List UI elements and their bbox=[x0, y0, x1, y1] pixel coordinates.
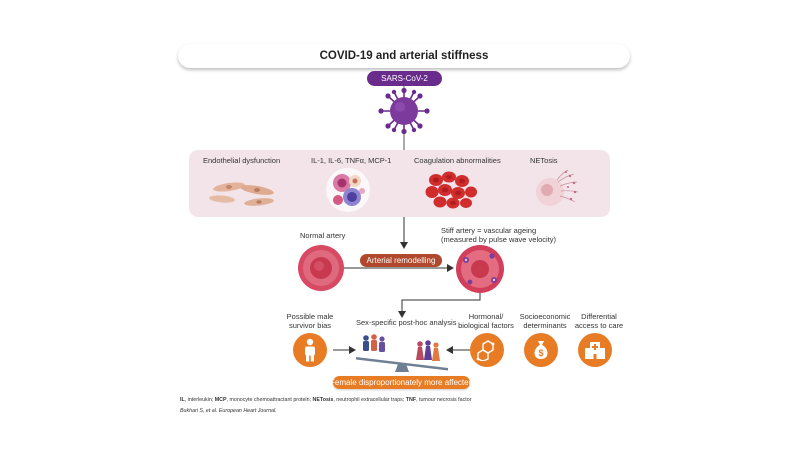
page-title: COVID-19 and arterial stiffness bbox=[178, 44, 630, 68]
netosis-icon bbox=[536, 169, 579, 206]
male-group-icon bbox=[363, 334, 385, 352]
money-bag-icon: $ bbox=[524, 333, 558, 367]
mechanism-label-netosis: NETosis bbox=[530, 156, 558, 165]
mechanism-label-cytokines: IL-1, IL-6, TNFα, MCP-1 bbox=[311, 156, 392, 165]
endothelial-cells-icon bbox=[209, 182, 274, 206]
svg-text:$: $ bbox=[538, 348, 543, 358]
balance-scale-icon bbox=[356, 334, 448, 372]
hormonal-label: Hormonal/biological factors bbox=[458, 312, 514, 330]
male-person-icon bbox=[293, 333, 327, 367]
citation: Bukhari S, et al. European Heart Journal… bbox=[180, 408, 277, 414]
normal-artery-label: Normal artery bbox=[300, 231, 346, 240]
abbreviations-footnote: IL, interleukin; MCP, monocyte chemoattr… bbox=[180, 397, 472, 403]
hormone-molecule-icon bbox=[470, 333, 504, 367]
stiff-artery-label: Stiff artery = vascular ageing bbox=[441, 226, 537, 235]
immune-cells-icon bbox=[326, 168, 370, 212]
stiff-artery-icon bbox=[456, 245, 504, 293]
sars-cov-2-virus-icon bbox=[378, 88, 430, 134]
female-more-affected-label: Female disproportionately more affected bbox=[329, 376, 474, 389]
stiff-artery-measure-label: (measured by pulse wave velocity) bbox=[441, 235, 557, 244]
red-blood-cells-icon bbox=[425, 171, 477, 209]
normal-artery-icon bbox=[298, 245, 344, 291]
virus-label: SARS-CoV-2 bbox=[367, 71, 442, 86]
female-group-icon bbox=[416, 340, 440, 361]
hospital-icon bbox=[578, 333, 612, 367]
arterial-remodelling-label: Arterial remodelling bbox=[360, 254, 442, 267]
sex-specific-analysis-label: Sex-specific post-hoc analysis bbox=[356, 318, 457, 327]
mechanism-label-coagulation: Coagulation abnormalities bbox=[414, 156, 501, 165]
mechanism-label-endothelial: Endothelial dysfunction bbox=[203, 156, 281, 165]
